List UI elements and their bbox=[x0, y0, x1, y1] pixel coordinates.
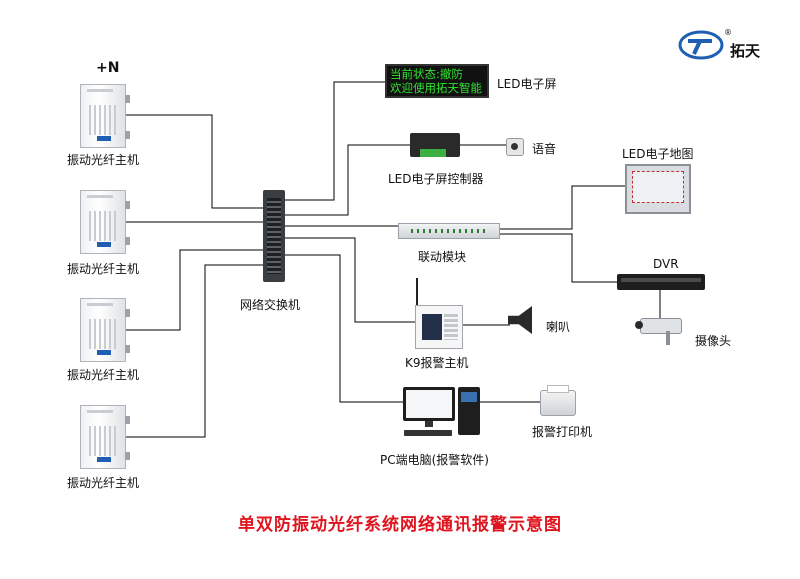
tuotian-logo-icon bbox=[678, 30, 724, 60]
fiber-host-unit bbox=[80, 405, 130, 469]
voice-label: 语音 bbox=[532, 142, 557, 156]
horn-label: 喇叭 bbox=[546, 320, 571, 334]
linkage-module-label: 联动模块 bbox=[418, 250, 467, 264]
wire-host-3 bbox=[124, 249, 265, 331]
led-controller-icon bbox=[410, 133, 460, 157]
led-screen-line1: 当前状态:撤防 bbox=[390, 67, 463, 81]
host-label: 振动光纤主机 bbox=[67, 476, 140, 490]
k9-alarm-host-icon bbox=[415, 305, 463, 349]
led-screen-line2: 欢迎使用拓天智能 bbox=[390, 81, 482, 95]
brand-name: 拓天 bbox=[730, 42, 761, 60]
wire-linkage-ledmap bbox=[500, 185, 625, 230]
camera-icon bbox=[635, 318, 682, 334]
printer-label: 报警打印机 bbox=[532, 425, 593, 439]
fiber-host-unit bbox=[80, 298, 130, 362]
led-screen: 当前状态:撤防 欢迎使用拓天智能 bbox=[385, 64, 489, 98]
k9-label: K9报警主机 bbox=[405, 356, 469, 370]
wire-host-1 bbox=[124, 114, 265, 209]
fiber-host-unit bbox=[80, 190, 130, 254]
host-count-label: +N bbox=[96, 60, 120, 76]
network-switch-icon bbox=[263, 190, 285, 282]
led-map-label: LED电子地图 bbox=[622, 147, 694, 161]
pc-tower-icon bbox=[458, 387, 480, 435]
host-label: 振动光纤主机 bbox=[67, 153, 140, 167]
diagram-title: 单双防振动光纤系统网络通讯报警示意图 bbox=[238, 515, 562, 535]
led-map-icon bbox=[625, 164, 691, 214]
pc-stand bbox=[425, 421, 433, 427]
voice-speaker-icon bbox=[506, 138, 524, 156]
led-screen-label: LED电子屏 bbox=[497, 77, 557, 91]
registered-mark: ® bbox=[724, 28, 732, 37]
k9-antenna-icon bbox=[416, 278, 418, 306]
led-controller-label: LED电子屏控制器 bbox=[388, 172, 484, 186]
wire-led-screen bbox=[285, 81, 385, 201]
linkage-module-icon bbox=[398, 223, 500, 239]
pc-monitor-icon bbox=[403, 387, 455, 421]
wire-k9 bbox=[285, 237, 415, 323]
camera-mount bbox=[666, 331, 670, 345]
wire-pc bbox=[285, 254, 403, 403]
pc-label: PC端电脑(报警软件) bbox=[380, 453, 489, 467]
pc-keyboard-icon bbox=[404, 430, 452, 436]
alarm-printer-icon bbox=[540, 385, 576, 416]
wire-host-4 bbox=[124, 264, 265, 438]
host-label: 振动光纤主机 bbox=[67, 368, 140, 382]
fiber-host-unit bbox=[80, 84, 130, 148]
host-label: 振动光纤主机 bbox=[67, 262, 140, 276]
dvr-icon bbox=[617, 274, 705, 290]
switch-label: 网络交换机 bbox=[240, 298, 301, 312]
dvr-label: DVR bbox=[653, 257, 679, 271]
wire-led-controller bbox=[285, 144, 410, 216]
wire-linkage-dvr bbox=[500, 233, 617, 283]
camera-label: 摄像头 bbox=[695, 334, 732, 348]
